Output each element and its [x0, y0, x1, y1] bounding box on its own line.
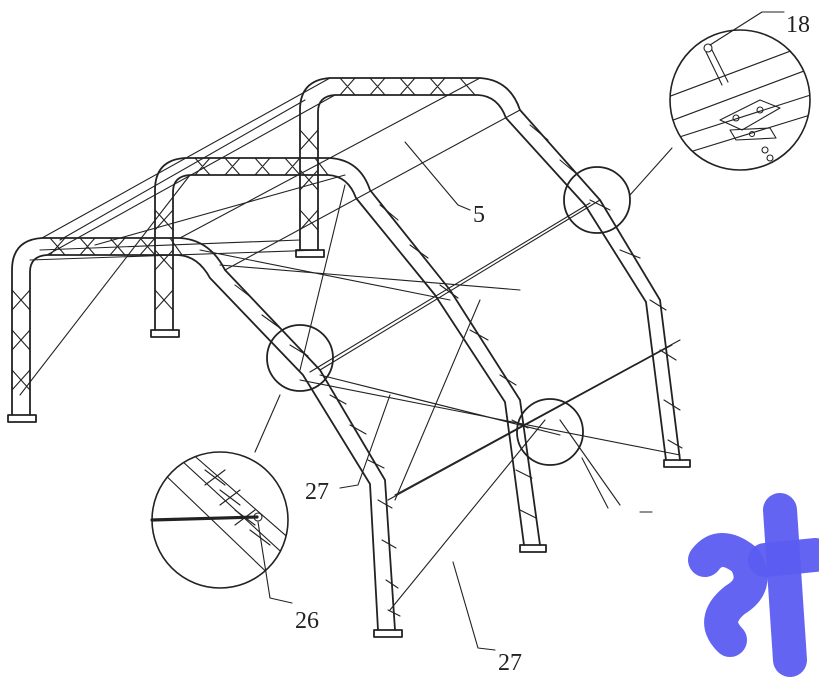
foot-plates: [7, 249, 691, 638]
rear-arch-truss-webbing: [299, 77, 683, 449]
part-label-27-lower: 27: [498, 650, 522, 676]
purlin-bars: [41, 77, 681, 501]
leader-lines: [339, 141, 653, 651]
callout-markers: [266, 166, 631, 466]
part-label-5: 5: [473, 202, 485, 228]
middle-arch-truss-webbing: [154, 157, 537, 519]
watermark-strokes: [688, 493, 819, 677]
part-label-18: 18: [786, 12, 810, 38]
detail-callout-bolt-plate: [629, 11, 811, 196]
rear-arch-frame: [299, 77, 681, 461]
detail-callout-cable-anchor: [150, 394, 293, 604]
part-label-26: 26: [295, 608, 319, 634]
bracing-cables: [19, 99, 681, 611]
front-arch-truss-webbing: [11, 237, 401, 617]
part-label-27-upper: 27: [305, 479, 329, 505]
